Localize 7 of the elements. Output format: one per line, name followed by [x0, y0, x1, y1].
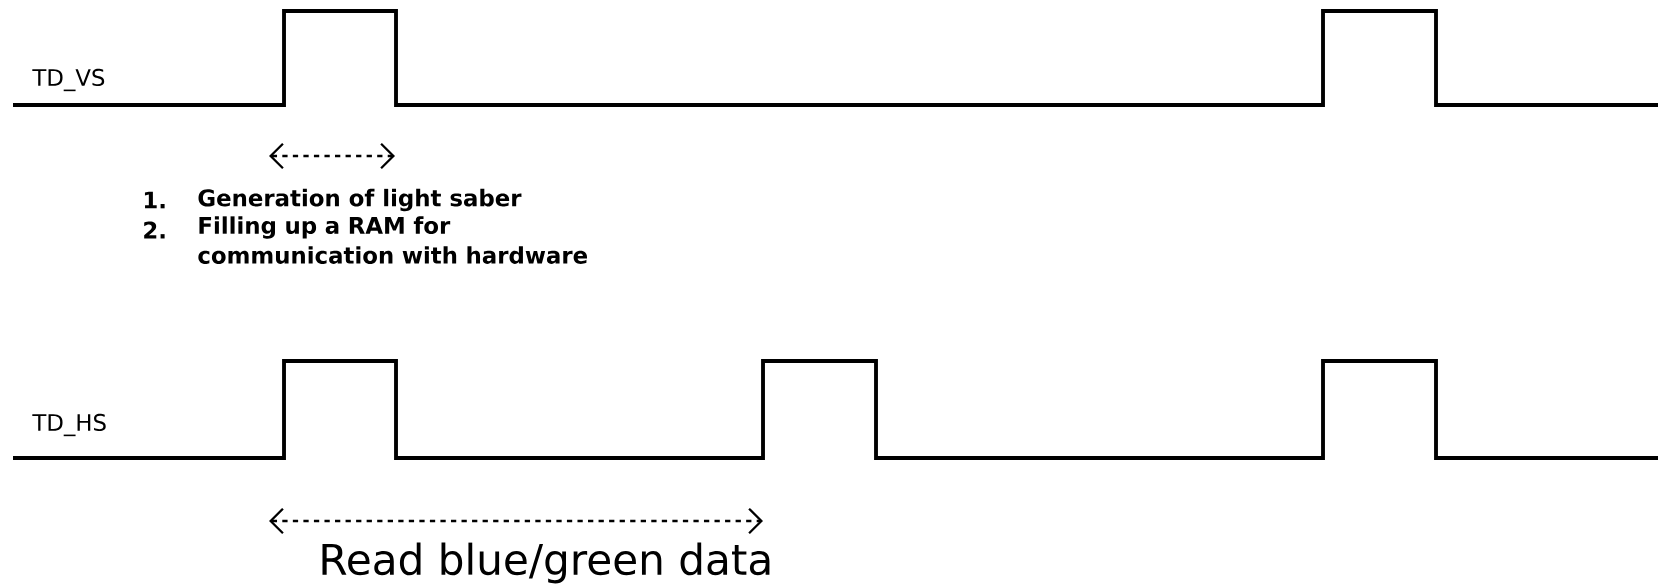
list-item: Generation of light saber [198, 188, 522, 212]
list-item: Filling up a RAM for communication with hardware [198, 216, 587, 264]
annotation-text: Read blue/green data [322, 542, 770, 584]
signal-label: TD_VS [32, 68, 105, 92]
list-number: 2. [144, 221, 165, 239]
list-number: 1. [144, 191, 165, 209]
signal-label: TD_HS [32, 413, 106, 437]
